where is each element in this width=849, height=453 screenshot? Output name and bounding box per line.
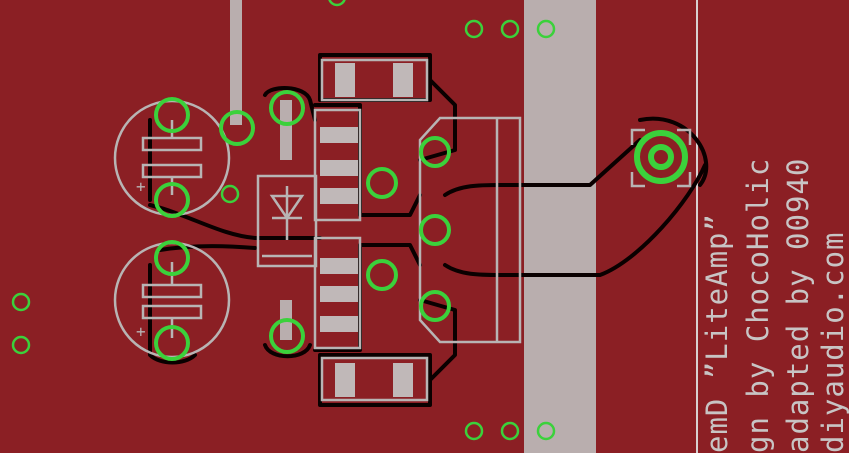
silkscreen-strip [524,0,596,453]
vias [11,0,556,441]
board-label-text: emD ”LiteAmp” gn by ChocoHolic adapted b… [700,158,849,453]
svg-text:+: + [136,177,146,196]
label-line-4: diyaudio.com [816,231,849,453]
label-line-1: emD ”LiteAmp” [700,213,734,453]
silk-vertical-line [230,0,242,125]
smd-pads [320,63,413,397]
label-line-2: gn by ChocoHolic [741,158,775,453]
svg-text:+: + [136,322,146,341]
through-hole-pads [154,90,451,361]
component-outlines [313,58,692,402]
silk-vertical-line-2 [280,100,292,160]
label-line-3: adapted by 00940 [781,158,815,453]
diode-symbol [256,174,318,268]
mounting-hole [634,130,688,184]
